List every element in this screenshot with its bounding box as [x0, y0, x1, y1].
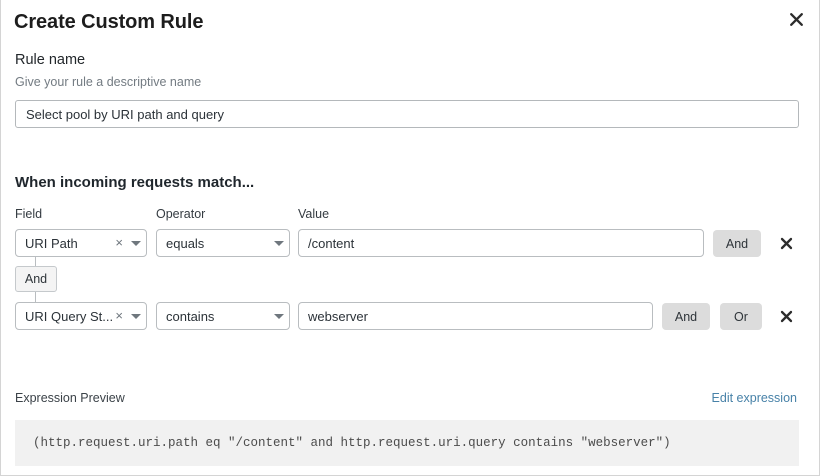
expression-preview-label: Expression Preview — [15, 391, 125, 405]
field-select-1[interactable]: URI Path × — [15, 229, 147, 257]
chevron-down-icon[interactable] — [269, 240, 289, 246]
field-select-2-value: URI Query St... — [25, 308, 114, 324]
connector-line-top — [35, 256, 36, 266]
condition-row: URI Query St... × contains And Or — [1, 302, 819, 330]
rule-name-label: Rule name — [15, 52, 86, 68]
conditions-heading: When incoming requests match... — [15, 174, 255, 191]
connector-and-button[interactable]: And — [15, 266, 57, 292]
operator-select-1-value: equals — [166, 235, 205, 251]
edit-expression-link[interactable]: Edit expression — [711, 391, 797, 405]
connector-line-bottom — [35, 292, 36, 303]
field-select-1-value: URI Path — [25, 235, 78, 251]
rule-name-help-text: Give your rule a descriptive name — [15, 75, 202, 89]
chevron-down-icon[interactable] — [126, 313, 146, 319]
add-or-condition-button-2[interactable]: Or — [720, 303, 762, 330]
remove-condition-button-1[interactable] — [775, 229, 797, 257]
remove-condition-button-2[interactable] — [775, 302, 797, 330]
condition-connector: And — [1, 256, 121, 304]
chevron-down-icon[interactable] — [269, 313, 289, 319]
value-input-2[interactable] — [298, 302, 653, 330]
operator-select-2-value: contains — [166, 308, 215, 324]
chevron-down-icon[interactable] — [126, 240, 146, 246]
add-and-condition-button-2[interactable]: And — [662, 303, 710, 330]
rule-name-input[interactable] — [15, 100, 799, 128]
close-icon[interactable] — [783, 6, 809, 32]
operator-select-1[interactable]: equals — [156, 229, 290, 257]
column-label-operator: Operator — [156, 207, 206, 221]
add-and-condition-button-1[interactable]: And — [713, 230, 761, 257]
operator-select-2[interactable]: contains — [156, 302, 290, 330]
condition-row: URI Path × equals And — [1, 229, 819, 257]
field-select-2[interactable]: URI Query St... × — [15, 302, 147, 330]
clear-icon[interactable]: × — [115, 308, 123, 323]
clear-icon[interactable]: × — [115, 235, 123, 250]
expression-preview-code: (http.request.uri.path eq "/content" and… — [15, 420, 799, 466]
column-label-field: Field — [15, 207, 43, 221]
value-input-1[interactable] — [298, 229, 704, 257]
dialog-title: Create Custom Rule — [14, 11, 204, 33]
column-label-value: Value — [298, 207, 330, 221]
